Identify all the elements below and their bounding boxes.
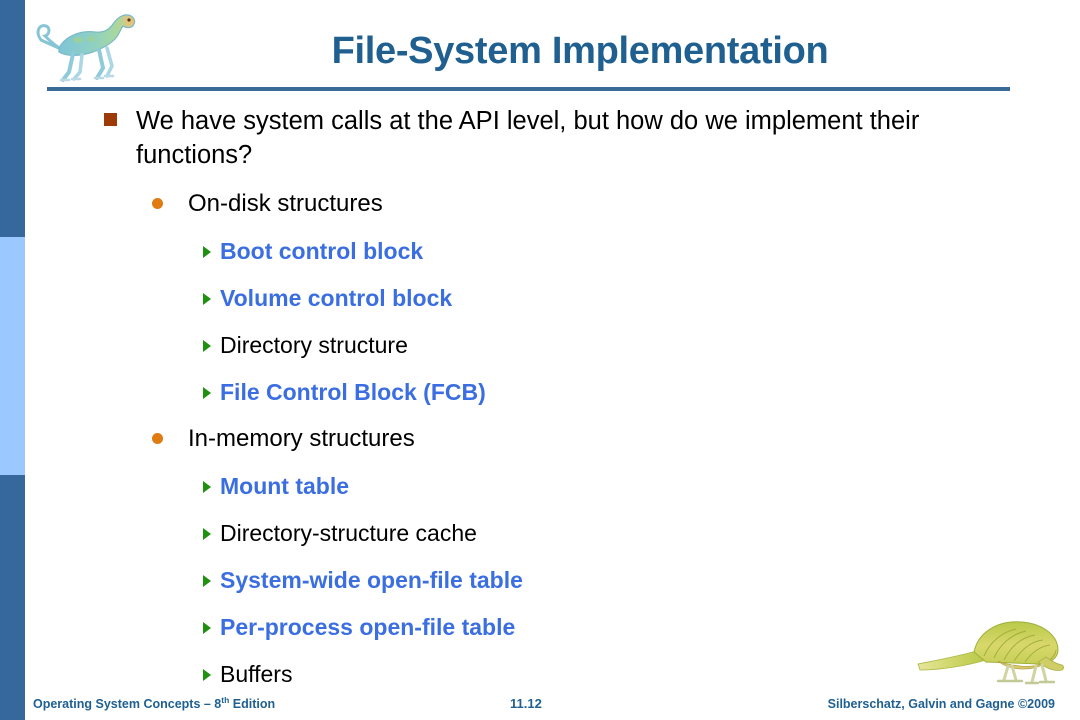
footer-edition-dash: – 8 <box>203 697 222 711</box>
triangle-bullet-icon <box>203 519 220 540</box>
bullet-level3-text: Boot control block <box>220 238 424 264</box>
triangle-bullet-icon <box>203 284 220 305</box>
circle-bullet-icon <box>152 423 188 444</box>
bullet-level1-text: We have system calls at the API level, b… <box>136 107 920 169</box>
bullet-level3-buffers: Buffers <box>0 660 1080 689</box>
footer-edition-rest: Edition <box>229 697 276 711</box>
title-divider <box>47 87 1010 91</box>
footer-accent-bar <box>0 680 25 720</box>
dinosaur-icon <box>33 2 143 87</box>
bullet-level1: We have system calls at the API level, b… <box>0 104 1080 172</box>
circle-bullet-icon <box>152 188 188 209</box>
bullet-level3-text: File Control Block (FCB) <box>220 379 486 405</box>
bullet-level2-on-disk-structures: On-disk structures <box>0 188 1080 219</box>
bullet-level3-text: Per-process open-file table <box>220 614 516 640</box>
bullet-level3-directory-structure-cache: Directory-structure cache <box>0 519 1080 548</box>
slide-body: We have system calls at the API level, b… <box>0 104 1080 689</box>
triangle-bullet-icon <box>203 237 220 258</box>
bullet-level3-text: Directory-structure cache <box>220 520 477 546</box>
slide-number: 11.12 <box>510 696 542 711</box>
square-bullet-icon <box>104 104 136 126</box>
bullet-level3-text: System-wide open-file table <box>220 567 523 593</box>
left-color-sidebar <box>0 0 25 720</box>
page-title: File-System Implementation <box>331 30 829 72</box>
bullet-level3-directory-structure: Directory structure <box>0 331 1080 360</box>
bullet-level3-file-control-block: File Control Block (FCB) <box>0 378 1080 407</box>
bullet-level3-text: Volume control block <box>220 285 453 311</box>
triangle-bullet-icon <box>203 660 220 681</box>
bullet-level3-boot-control-block: Boot control block <box>0 237 1080 266</box>
bullet-level3-mount-table: Mount table <box>0 472 1080 501</box>
footer-copyright: Silberschatz, Galvin and Gagne ©2009 <box>827 697 1055 711</box>
bullet-level2-text: On-disk structures <box>188 190 383 217</box>
triangle-bullet-icon <box>203 378 220 399</box>
triangle-bullet-icon <box>203 472 220 493</box>
bullet-level3-system-wide-open-file-table: System-wide open-file table <box>0 566 1080 595</box>
slide-footer: Operating System Concepts – 8th Edition … <box>0 680 1080 720</box>
triangle-bullet-icon <box>203 331 220 352</box>
bullet-level3-text: Buffers <box>220 661 293 687</box>
footer-book-name: Operating System Concepts <box>33 697 204 711</box>
triangle-bullet-icon <box>203 613 220 634</box>
bullet-level3-text: Mount table <box>220 473 350 499</box>
footer-edition-suffix: th <box>221 694 230 705</box>
bullet-level2-text: In-memory structures <box>188 425 415 452</box>
bullet-level3-volume-control-block: Volume control block <box>0 284 1080 313</box>
footer-book-title: Operating System Concepts – 8th Edition <box>33 695 275 711</box>
sidebar-band-middle <box>0 237 25 475</box>
dinosaur-icon <box>912 612 1072 692</box>
sidebar-band-bottom <box>0 475 25 720</box>
bullet-level3-text: Directory structure <box>220 332 408 358</box>
triangle-bullet-icon <box>203 566 220 587</box>
sidebar-band-top <box>0 0 25 237</box>
bullet-level3-per-process-open-file-table: Per-process open-file table <box>0 613 1080 642</box>
bullet-level2-in-memory-structures: In-memory structures <box>0 423 1080 454</box>
